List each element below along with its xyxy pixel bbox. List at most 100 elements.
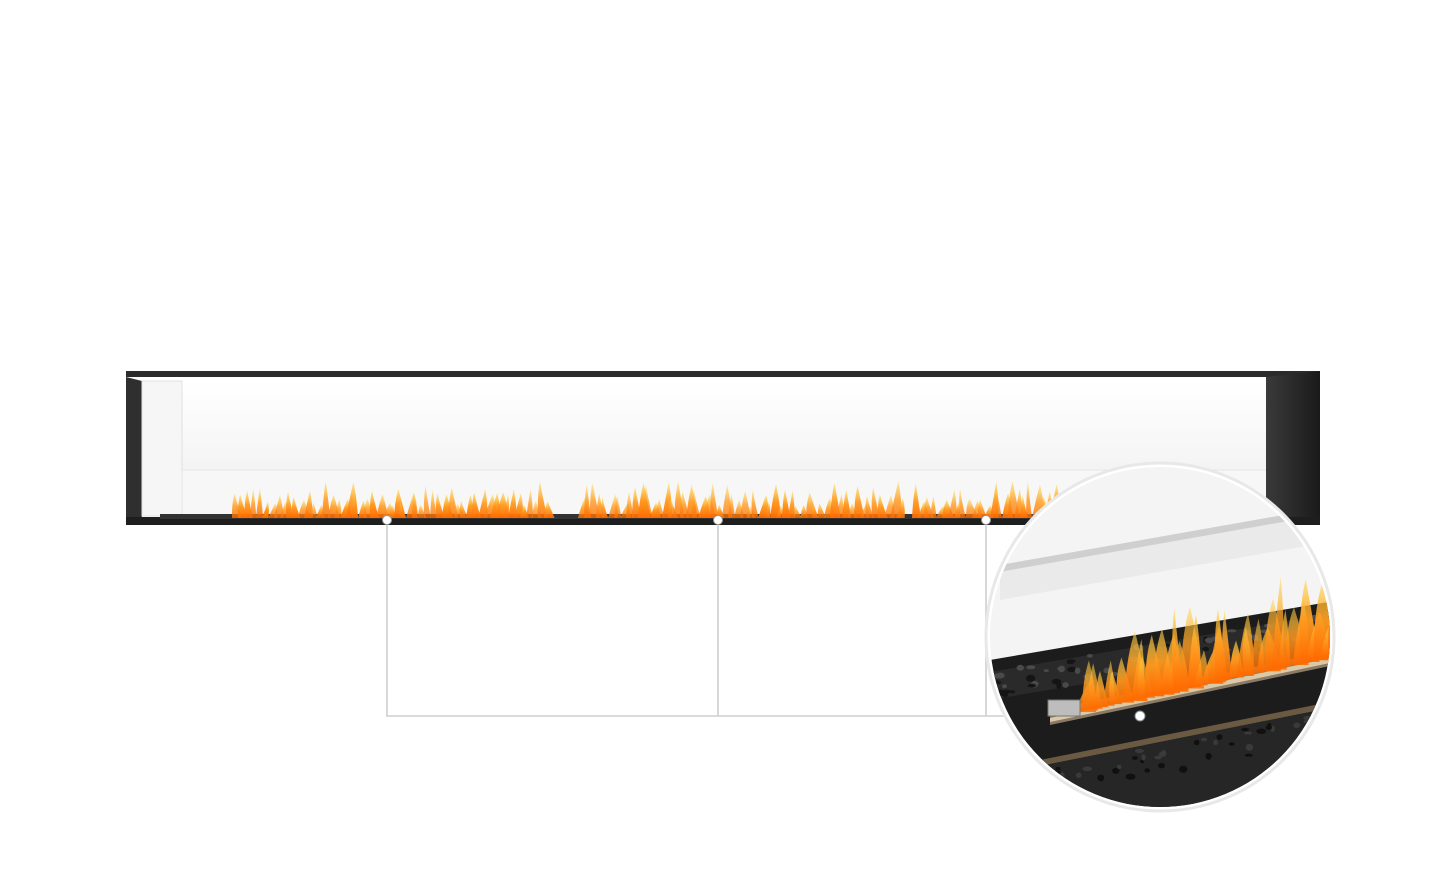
- flame-tongue: [710, 482, 719, 518]
- flame-tongue: [643, 485, 653, 518]
- flame-tongue: [514, 492, 524, 518]
- flame-tongue: [423, 485, 431, 518]
- pebble: [1027, 683, 1037, 688]
- fireplace-left-end: [126, 377, 142, 521]
- flame-tongue: [250, 488, 257, 518]
- flame-tongue: [478, 488, 488, 518]
- pebble: [1158, 762, 1165, 769]
- pebble: [1179, 765, 1188, 773]
- flame-tongue: [544, 501, 555, 518]
- pebble: [1193, 739, 1200, 746]
- pebble: [1030, 777, 1041, 783]
- flame-tongue: [310, 502, 318, 518]
- flame-tongue: [751, 489, 759, 518]
- pebble: [1030, 778, 1035, 784]
- pebble: [1046, 796, 1054, 801]
- flame-tongue: [334, 499, 342, 518]
- pebble: [1010, 800, 1020, 805]
- fireplace-right-end: [1266, 371, 1320, 525]
- pebble: [1256, 728, 1267, 735]
- pebble: [1055, 767, 1061, 771]
- pebble: [1097, 774, 1105, 782]
- pebble: [1075, 772, 1082, 779]
- flame-tongue: [1026, 481, 1033, 518]
- flame-tongue: [520, 504, 529, 518]
- pebble: [1057, 666, 1062, 671]
- flame-tongue: [782, 489, 791, 518]
- burner-callout-dot: [382, 515, 392, 525]
- pebble: [1043, 669, 1049, 673]
- pebble: [1205, 752, 1212, 760]
- zoom-flame-tongue: [1172, 608, 1184, 691]
- fireplace-inner-edge-left: [141, 380, 183, 517]
- flame-tongue: [817, 503, 827, 518]
- pebble: [1125, 773, 1136, 780]
- flame-tongue: [995, 487, 1003, 518]
- zoom-detail-circle: [984, 461, 1336, 813]
- flame-tongue: [890, 480, 902, 518]
- pebble: [1086, 654, 1093, 658]
- flame-tongue: [256, 488, 264, 518]
- flame-tongue: [388, 505, 396, 518]
- pebble: [1082, 766, 1092, 772]
- flame-tongue: [959, 488, 967, 518]
- flame-tongue: [274, 495, 284, 518]
- flame-tongue: [836, 493, 844, 518]
- flame-tongue: [614, 495, 622, 518]
- fireplace-bottom-frame: [126, 517, 1320, 525]
- pebble: [1244, 731, 1253, 735]
- flame-tongue: [526, 488, 534, 518]
- pebble: [996, 776, 1003, 784]
- zoom-flame-tongue: [1221, 610, 1233, 680]
- flame-tongue: [1020, 495, 1028, 518]
- flame-tongue: [716, 504, 725, 518]
- pebble: [1014, 774, 1021, 780]
- pebble: [1003, 804, 1011, 807]
- pebble: [1244, 753, 1253, 757]
- flame-tongue: [537, 481, 548, 518]
- burner-callout-dot: [981, 515, 991, 525]
- flame-tongue: [954, 502, 961, 518]
- flame-tongue: [788, 490, 796, 518]
- pebble: [1026, 674, 1036, 682]
- flame-tongue: [626, 492, 634, 518]
- zoom-callout-dot: [1134, 710, 1146, 722]
- pebble: [1201, 737, 1207, 742]
- pebble: [1265, 725, 1272, 730]
- pebble: [1216, 734, 1223, 740]
- pebble: [1228, 742, 1235, 746]
- flame-tongue: [691, 490, 701, 518]
- flame-tongue: [728, 493, 736, 518]
- pebble: [1027, 800, 1037, 803]
- callout-line: [386, 520, 1140, 717]
- flame-tongue: [304, 490, 313, 518]
- pebble: [1202, 646, 1210, 652]
- pebble: [1002, 684, 1007, 689]
- zoom-flame-tongue: [1187, 614, 1202, 687]
- flame-tongue: [912, 483, 921, 518]
- zoom-flame-tongue: [1313, 582, 1330, 659]
- flame-row: [231, 480, 1062, 518]
- flame-tongue: [770, 483, 782, 518]
- flame-tongue: [764, 501, 771, 518]
- flame-tongue: [376, 494, 389, 518]
- pebble: [1074, 667, 1081, 674]
- pebble: [1134, 748, 1144, 754]
- flame-tongue: [854, 485, 865, 518]
- pebble: [1026, 665, 1036, 670]
- pebble: [1227, 629, 1237, 633]
- flame-tongue: [369, 490, 380, 518]
- pebble: [1320, 727, 1328, 734]
- pebble: [1131, 756, 1138, 760]
- flame-tongue: [948, 489, 957, 518]
- flame-tongue: [399, 501, 407, 518]
- flame-tongue: [977, 499, 988, 518]
- flame-tongue: [601, 497, 609, 518]
- flame-tongue: [930, 496, 937, 518]
- flame-tongue: [502, 494, 510, 518]
- flame-tongue: [471, 492, 481, 518]
- pebble: [997, 799, 1004, 806]
- pebble: [1144, 768, 1151, 773]
